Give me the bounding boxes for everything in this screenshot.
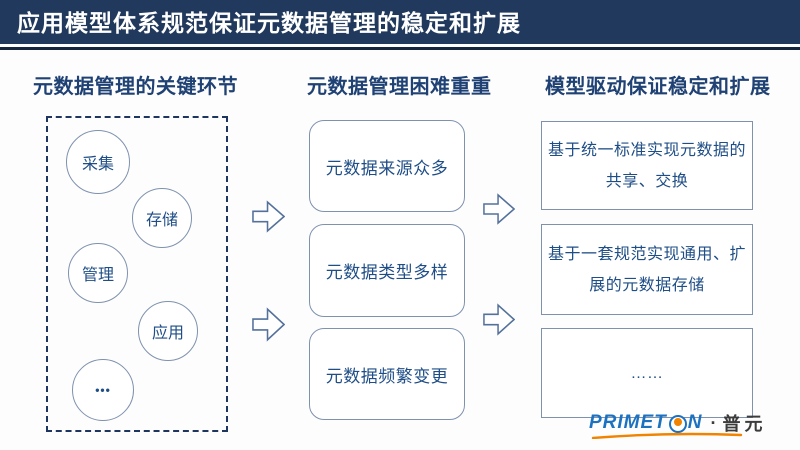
primeton-o-icon [668, 415, 687, 433]
benefit-box-storage: 基于一套规范实现通用、扩展的元数据存储 [541, 224, 753, 315]
column-header-key-steps: 元数据管理的关键环节 [33, 76, 238, 98]
difficulty-box-types: 元数据类型多样 [309, 224, 465, 317]
block-arrow-right-icon [483, 192, 515, 226]
circle-ellipsis: ••• [72, 359, 134, 421]
banner-underline [0, 47, 800, 50]
primeton-logo: PRIMET N · 普元 [589, 410, 767, 439]
logo-swoosh-icon [591, 432, 743, 439]
slide-title: 应用模型体系规范保证元数据管理的稳定和扩展 [17, 10, 521, 36]
block-arrow-right-icon [252, 199, 285, 234]
benefit-box-sharing: 基于统一标准实现元数据的共享、交换 [541, 121, 753, 210]
circle-collect: 采集 [66, 130, 130, 194]
difficulty-box-changes: 元数据频繁变更 [309, 328, 465, 420]
logo-orange-dot-icon [673, 418, 682, 426]
title-banner: 应用模型体系规范保证元数据管理的稳定和扩展 [0, 0, 800, 44]
logo-brand-text: PRIMET [589, 412, 667, 433]
circle-manage: 管理 [68, 243, 128, 303]
logo-company-name: 普元 [722, 414, 767, 434]
column-header-difficulties: 元数据管理困难重重 [307, 76, 492, 98]
circle-apply: 应用 [138, 301, 198, 361]
block-arrow-right-icon [252, 306, 285, 343]
column-header-model-driven: 模型驱动保证稳定和扩展 [545, 76, 771, 98]
difficulty-box-sources: 元数据来源众多 [309, 120, 465, 212]
benefit-box-ellipsis: …… [541, 328, 753, 418]
logo-separator-dot: · [710, 412, 717, 433]
circle-store: 存储 [132, 188, 192, 248]
logo-brand-tail: N [687, 412, 703, 433]
block-arrow-right-icon [483, 302, 515, 337]
key-steps-dashed-panel [46, 116, 228, 432]
